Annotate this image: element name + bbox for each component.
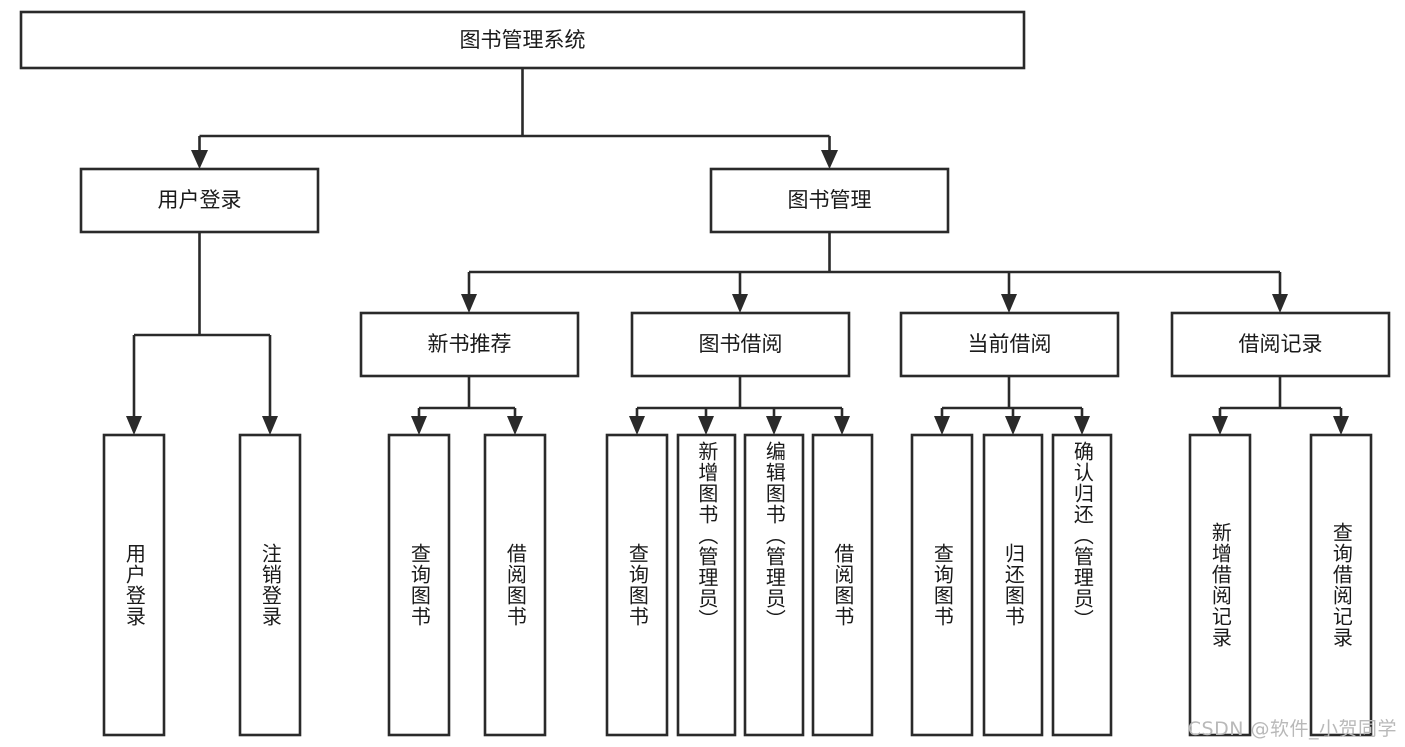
node-borrow-record[interactable]: 借阅记录 (1170, 311, 1391, 378)
node-leaf-user-login-box[interactable] (102, 433, 166, 737)
node-new-book-rec-box[interactable] (359, 311, 580, 378)
arrow-head-leaf-add-record (1212, 416, 1228, 435)
node-leaf-borrow-book-2-box[interactable] (811, 433, 874, 737)
node-root-box[interactable] (19, 10, 1026, 70)
node-current-borrow-box[interactable] (899, 311, 1120, 378)
arrow-head-leaf-query-book-2 (629, 416, 645, 435)
node-book-manage[interactable]: 图书管理 (709, 167, 950, 234)
node-book-manage-box[interactable] (709, 167, 950, 234)
arrow-head-user-login (191, 150, 208, 169)
node-borrow-record-label: 借阅记录 (1239, 332, 1323, 356)
node-leaf-query-book-1-box[interactable] (387, 433, 451, 737)
arrow-head-borrow-record (1272, 294, 1288, 313)
watermark-text: CSDN @软件_小贺同学 (1187, 718, 1397, 740)
arrow-head-leaf-edit-book (766, 416, 782, 435)
leaf-node-layer (102, 433, 1373, 737)
node-book-borrow-box[interactable] (630, 311, 851, 378)
arrow-head-leaf-query-book-1 (411, 416, 427, 435)
arrow-head-leaf-borrow-book-2 (834, 416, 850, 435)
arrow-head-leaf-query-record (1333, 416, 1349, 435)
node-leaf-add-book-box[interactable] (676, 433, 737, 737)
node-book-borrow-label: 图书借阅 (699, 332, 783, 356)
node-leaf-query-record-box[interactable] (1309, 433, 1373, 737)
node-user-login-label: 用户登录 (158, 188, 242, 212)
arrow-head-leaf-add-book (698, 416, 714, 435)
arrow-head-leaf-borrow-book-1 (507, 416, 523, 435)
arrow-head-leaf-query-book-3 (934, 416, 950, 435)
node-leaf-return-book-box[interactable] (982, 433, 1044, 737)
arrow-head-new-book-rec (461, 294, 477, 313)
node-leaf-edit-book-box[interactable] (743, 433, 805, 737)
node-leaf-query-book-2-box[interactable] (605, 433, 669, 737)
node-leaf-query-book-3-box[interactable] (910, 433, 974, 737)
arrow-head-book-borrow (732, 294, 748, 313)
arrow-head-leaf-user-login (126, 416, 142, 435)
node-user-login-box[interactable] (79, 167, 320, 234)
arrow-head-book-manage (821, 150, 838, 169)
node-borrow-record-box[interactable] (1170, 311, 1391, 378)
node-root-label: 图书管理系统 (460, 28, 586, 52)
node-book-manage-label: 图书管理 (788, 188, 872, 212)
node-current-borrow-label: 当前借阅 (968, 332, 1052, 356)
node-leaf-borrow-book-1-box[interactable] (483, 433, 547, 737)
node-leaf-user-logout-box[interactable] (238, 433, 302, 737)
node-current-borrow[interactable]: 当前借阅 (899, 311, 1120, 378)
arrow-head-current-borrow (1001, 294, 1017, 313)
connector-layer (126, 68, 1349, 435)
arrow-head-leaf-user-logout (262, 416, 278, 435)
node-leaf-add-record-box[interactable] (1188, 433, 1252, 737)
arrow-head-leaf-return-book (1005, 416, 1021, 435)
arrow-head-leaf-confirm-return (1074, 416, 1090, 435)
node-leaf-confirm-return-box[interactable] (1051, 433, 1113, 737)
node-book-borrow[interactable]: 图书借阅 (630, 311, 851, 378)
node-new-book-rec[interactable]: 新书推荐 (359, 311, 580, 378)
node-new-book-rec-label: 新书推荐 (428, 332, 512, 356)
node-user-login[interactable]: 用户登录 (79, 167, 320, 234)
node-root[interactable]: 图书管理系统 (19, 10, 1026, 70)
